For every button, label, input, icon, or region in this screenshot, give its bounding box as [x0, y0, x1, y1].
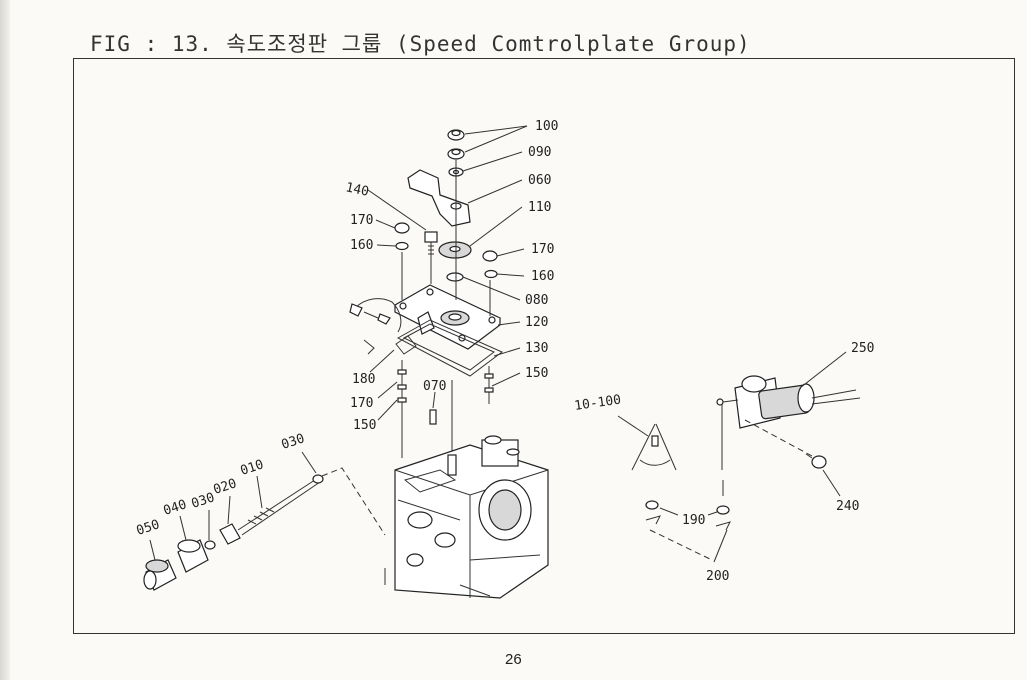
nut-170-right [482, 250, 498, 262]
washer-160-right [484, 269, 498, 279]
callout-240: 240 [836, 499, 859, 514]
callout-190: 190 [682, 513, 705, 528]
speed-control-plate-120 [393, 284, 502, 350]
solenoid-bolt-guide [744, 419, 813, 457]
callout-010: 010 [239, 457, 266, 479]
spring-linkage-180 [349, 298, 417, 355]
ring-030-lower [204, 540, 216, 550]
washer-160-left [395, 241, 409, 251]
gasket-130 [396, 319, 503, 377]
engine-block [394, 435, 549, 599]
callout-160-right: 160 [531, 269, 554, 284]
callout-160-left: 160 [350, 238, 373, 253]
callout-150-right: 150 [525, 366, 548, 381]
callout-170-left: 170 [350, 213, 373, 228]
governor-shaft-010 [237, 477, 321, 536]
washer-110 [438, 241, 472, 259]
callout-050: 050 [135, 517, 162, 539]
leader-lines [149, 125, 847, 563]
callout-040: 040 [162, 497, 189, 519]
stud-bolts-150 [397, 360, 494, 410]
nut-170-left [394, 222, 410, 234]
scan-edge [0, 0, 10, 680]
callout-170-lower: 170 [350, 396, 373, 411]
callout-10-100: 10-100 [573, 393, 622, 414]
part-ref-10-100 [631, 423, 677, 471]
parts-190 [645, 500, 731, 531]
ring-030-upper [312, 474, 324, 484]
stop-solenoid-axis [721, 402, 724, 496]
callout-150-left: 150 [353, 418, 376, 433]
pin-070 [429, 409, 437, 425]
callout-020: 020 [212, 476, 239, 498]
callout-140: 140 [344, 180, 370, 200]
callout-170-right: 170 [531, 242, 554, 257]
page-number: 26 [505, 651, 522, 668]
callout-200: 200 [706, 569, 729, 584]
shaft-guide-line [321, 467, 386, 536]
callout-180: 180 [352, 372, 375, 387]
stop-solenoid-250 [716, 375, 861, 429]
figure-title: FIG : 13. 속도조정판 그룹 (Speed Comtrolplate G… [90, 32, 751, 56]
nut-100-lower [447, 148, 465, 160]
sleeve-040 [177, 539, 209, 573]
callout-120: 120 [525, 315, 548, 330]
lever-060 [407, 169, 471, 227]
cap-050 [143, 559, 177, 591]
diagram-frame [73, 58, 1015, 634]
callout-110: 110 [528, 200, 551, 215]
bolt-140 [424, 231, 438, 262]
bolt-240 [805, 453, 827, 469]
guide-200-left [649, 529, 713, 561]
callout-030-lower: 030 [190, 490, 217, 512]
nut-100-upper [447, 129, 465, 141]
callout-250: 250 [851, 341, 874, 356]
oring-080 [446, 272, 464, 282]
callout-070: 070 [423, 379, 446, 394]
callout-130: 130 [525, 341, 548, 356]
callout-090: 090 [528, 145, 551, 160]
callout-060: 060 [528, 173, 551, 188]
collar-020 [219, 523, 241, 545]
callout-080: 080 [525, 293, 548, 308]
callout-030-upper: 030 [280, 431, 307, 453]
callout-100: 100 [535, 119, 558, 134]
